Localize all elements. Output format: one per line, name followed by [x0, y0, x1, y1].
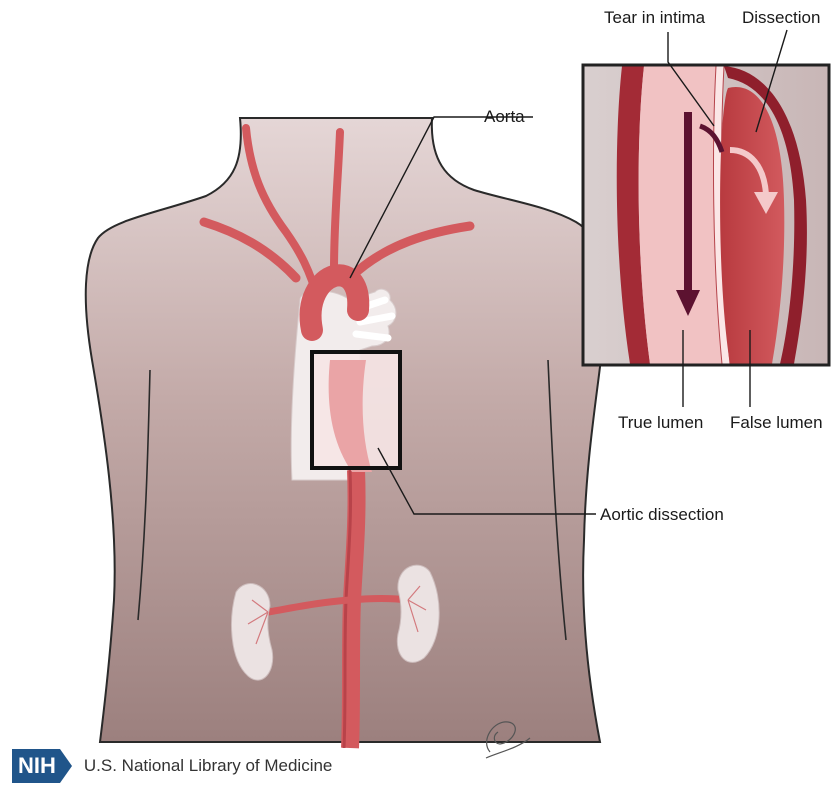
dissection-region	[312, 352, 400, 472]
label-dissection: Dissection	[742, 8, 820, 27]
nih-logo-chevron	[60, 749, 72, 783]
organization-name: U.S. National Library of Medicine	[84, 756, 333, 776]
label-false-lumen: False lumen	[730, 413, 823, 432]
footer: NIH U.S. National Library of Medicine	[12, 748, 332, 784]
label-aorta: Aorta	[484, 107, 525, 126]
label-aortic-dissection: Aortic dissection	[600, 505, 724, 524]
true-lumen-channel	[639, 66, 722, 364]
label-true-lumen: True lumen	[618, 413, 703, 432]
nih-logo: NIH	[12, 749, 60, 783]
inset-panel	[583, 65, 829, 365]
label-tear-in-intima: Tear in intima	[604, 8, 706, 27]
